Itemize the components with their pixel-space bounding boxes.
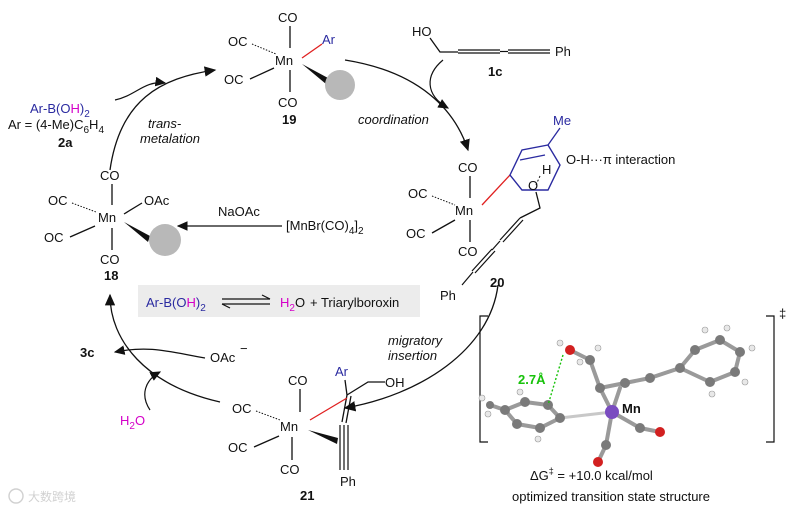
arrow-3c-out xyxy=(113,345,206,359)
label-naoac: NaOAc xyxy=(218,204,260,219)
c19-mn: Mn xyxy=(275,53,293,68)
c20-o: O xyxy=(528,178,538,193)
label-migratory: migratory xyxy=(388,333,444,348)
ts-energy: ΔG‡ = +10.0 kcal/mol xyxy=(530,466,653,483)
label-precursor: [MnBr(CO)4]2 xyxy=(286,218,364,237)
c18-oc-left: OC xyxy=(48,193,68,208)
c19-ar: Ar xyxy=(322,32,336,47)
c20-co-top: CO xyxy=(458,160,478,175)
c21-ph: Ph xyxy=(340,474,356,489)
equilibrium-boroxin: + Triarylboroxin xyxy=(310,295,399,310)
label-oac-anion: OAc xyxy=(210,350,236,365)
c18-oc-left2: OC xyxy=(44,230,64,245)
ts-mn-label: Mn xyxy=(622,401,641,416)
c21-co-top: CO xyxy=(288,373,308,388)
c20-label: 20 xyxy=(490,275,504,290)
cycle-arrow-18-to-19 xyxy=(109,66,217,171)
ts-atoms xyxy=(478,324,756,467)
label-transmetalation-2: metalation xyxy=(140,131,200,146)
cycle-arrow-20-to-21 xyxy=(343,284,499,412)
c21-oc-left2: OC xyxy=(228,440,248,455)
c19-ligand-sphere xyxy=(325,70,355,100)
c20-co-bottom: CO xyxy=(458,244,478,259)
c21-oc-left: OC xyxy=(232,401,252,416)
ts-caption: optimized transition state structure xyxy=(512,489,710,504)
c19-oc-left2: OC xyxy=(224,72,244,87)
cycle-arrow-21-to-18 xyxy=(104,293,221,403)
ts-panel: ‡ xyxy=(478,306,786,504)
label-transmetalation-1: trans- xyxy=(148,116,182,131)
complex-21: CO Ar OH OC Mn OC CO Ph 21 xyxy=(228,364,405,503)
reagent-2a: Ar-B(OH)2 Ar = (4-Me)C6H4 2a xyxy=(8,101,104,150)
c19-co-top: CO xyxy=(278,10,298,25)
c21-ar: Ar xyxy=(335,364,349,379)
c21-co-bottom: CO xyxy=(280,462,300,477)
ts-distance-line xyxy=(547,354,564,406)
c20-ph: Ph xyxy=(440,288,456,303)
c20-oc-left2: OC xyxy=(406,226,426,241)
c18-co-bottom: CO xyxy=(100,252,120,267)
c19-co-bottom: CO xyxy=(278,95,298,110)
c19-label: 19 xyxy=(282,112,296,127)
equilibrium-h2o: H2O xyxy=(280,295,305,314)
complex-18: CO OC Mn OAc OC CO 18 xyxy=(44,168,181,283)
cycle-arrow-19-to-20 xyxy=(344,59,470,152)
equilibrium-left: Ar-B(OH)2 xyxy=(146,295,206,314)
c20-interaction-label: O-H···π interaction xyxy=(566,152,675,167)
c20-oc-left: OC xyxy=(408,186,428,201)
ts-distance-label: 2.7Å xyxy=(518,372,546,387)
label-product-3c: 3c xyxy=(80,345,94,360)
c21-label: 21 xyxy=(300,488,314,503)
c21-oh: OH xyxy=(385,375,405,390)
label-oac-charge: − xyxy=(240,341,248,356)
c19-oc-left: OC xyxy=(228,34,248,49)
c18-label: 18 xyxy=(104,268,118,283)
c18-mn: Mn xyxy=(98,210,116,225)
substrate-1c-label: 1c xyxy=(488,64,502,79)
ts-dagger: ‡ xyxy=(779,306,786,321)
c20-mn: Mn xyxy=(455,203,473,218)
substrate-1c-ph: Ph xyxy=(555,44,571,59)
complex-20: CO OC Mn OC CO Me H O Ph 20 O-H···π inte… xyxy=(406,113,675,303)
c20-aryl-ring xyxy=(509,144,561,191)
substrate-1c-chain xyxy=(429,37,458,53)
label-water: H2O xyxy=(120,413,145,432)
equilibrium-box: Ar-B(OH)2 H2O + Triarylboroxin xyxy=(138,285,420,317)
arrow-2a-in xyxy=(114,76,167,101)
c20-me: Me xyxy=(553,113,571,128)
reagent-2a-ar-def: Ar = (4-Me)C6H4 xyxy=(8,117,104,136)
complex-19: CO OC Mn Ar OC CO 19 xyxy=(224,10,355,127)
c18-oac: OAc xyxy=(144,193,170,208)
c20-h: H xyxy=(542,162,551,177)
c18-ligand-sphere xyxy=(149,224,181,256)
label-insertion: insertion xyxy=(388,348,437,363)
watermark-text: 大数跨境 xyxy=(28,489,76,504)
c21-mn: Mn xyxy=(280,419,298,434)
label-coordination: coordination xyxy=(358,112,429,127)
substrate-1c: HO Ph 1c xyxy=(412,24,571,79)
reagent-2a-formula: Ar-B(OH)2 xyxy=(30,101,90,120)
reagent-2a-label: 2a xyxy=(58,135,73,150)
arrow-1c-in xyxy=(429,59,450,109)
substrate-1c-ho: HO xyxy=(412,24,432,39)
c18-co-top: CO xyxy=(100,168,120,183)
watermark: 大数跨境 xyxy=(8,488,76,504)
arrow-h2o-in xyxy=(144,371,162,411)
